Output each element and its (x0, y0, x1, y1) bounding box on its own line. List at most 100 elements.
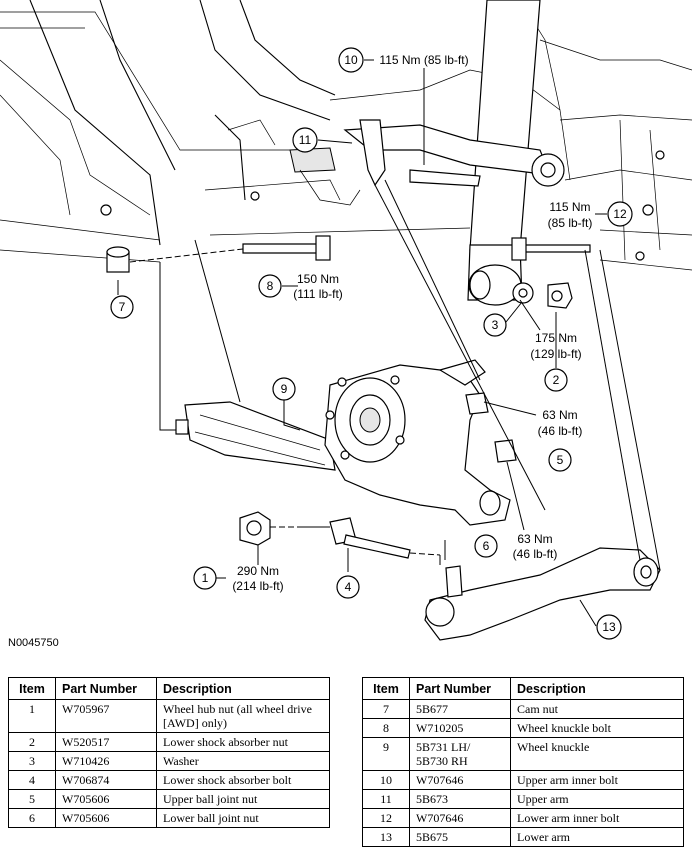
callout-2: 2 175 Nm (129 lb-ft) (530, 331, 582, 392)
svg-text:290 Nm: 290 Nm (237, 564, 279, 578)
cell-part-number: 5B675 (409, 827, 511, 847)
callout-5: 5 63 Nm (46 lb-ft) (538, 408, 583, 472)
callout-8: 8 150 Nm (111 lb-ft) (258, 272, 343, 301)
lower-arm (424, 547, 661, 641)
cell-part-number: W520517 (55, 732, 157, 752)
cell-item: 6 (8, 808, 56, 828)
cell-part-number: 5B677 (409, 699, 511, 719)
svg-text:115 Nm (85 lb-ft): 115 Nm (85 lb-ft) (379, 53, 468, 67)
suspension-exploded-diagram: 1 290 Nm (214 lb-ft) 2 175 Nm (129 lb-ft… (0, 0, 692, 641)
cell-description: Lower ball joint nut (156, 808, 330, 828)
figure-id: N0045750 (8, 637, 59, 649)
cell-description: Washer (156, 751, 330, 771)
callout-6: 6 63 Nm (46 lb-ft) (474, 532, 557, 561)
svg-text:(214 lb-ft): (214 lb-ft) (232, 579, 283, 593)
column-header-description: Description (510, 677, 684, 700)
svg-text:1: 1 (202, 571, 209, 585)
cell-description: Upper arm (510, 789, 684, 809)
svg-text:10: 10 (344, 53, 358, 67)
svg-text:8: 8 (267, 279, 274, 293)
svg-text:6: 6 (483, 539, 490, 553)
cell-part-number: 5B731 LH/ 5B730 RH (409, 737, 511, 771)
svg-text:63 Nm: 63 Nm (517, 532, 552, 546)
cell-item: 10 (362, 770, 410, 790)
upper-arm (343, 119, 565, 187)
cell-item: 2 (8, 732, 56, 752)
cell-item: 12 (362, 808, 410, 828)
cell-description: Wheel knuckle (510, 737, 684, 771)
svg-text:9: 9 (281, 382, 288, 396)
cell-part-number: W705606 (55, 808, 157, 828)
svg-text:(111 lb-ft): (111 lb-ft) (293, 287, 343, 301)
lower-hardware-parts (511, 237, 591, 309)
svg-text:12: 12 (613, 207, 627, 221)
callout-1: 1 290 Nm (214 lb-ft) (193, 564, 284, 593)
callout-3: 3 (483, 313, 507, 337)
cell-description: Cam nut (510, 699, 684, 719)
alignment-lines (159, 179, 661, 571)
cell-part-number: W705606 (55, 789, 157, 809)
cell-description: Upper ball joint nut (156, 789, 330, 809)
cam-nut-part (106, 246, 130, 295)
hub-nut-part (239, 511, 300, 546)
svg-text:2: 2 (553, 373, 560, 387)
lower-shock-bolt-part (329, 517, 441, 559)
cell-description: Lower shock absorber bolt (156, 770, 330, 790)
cell-item: 5 (8, 789, 56, 809)
knuckle-bolt-part (129, 235, 331, 263)
callout-9: 9 (272, 377, 296, 401)
cell-part-number: W707646 (409, 770, 511, 790)
cell-description: Lower arm (510, 827, 684, 847)
cell-description: Wheel knuckle bolt (510, 718, 684, 738)
column-header-part-number: Part Number (409, 677, 511, 700)
svg-text:11: 11 (299, 133, 312, 147)
svg-text:4: 4 (345, 580, 352, 594)
svg-text:3: 3 (492, 318, 499, 332)
shock-absorber (467, 0, 541, 306)
svg-text:7: 7 (119, 300, 126, 314)
svg-text:13: 13 (602, 620, 616, 634)
cell-part-number: W707646 (409, 808, 511, 828)
callout-13: 13 (596, 614, 622, 640)
svg-text:(46 lb-ft): (46 lb-ft) (538, 424, 583, 438)
callout-11: 11 (292, 127, 318, 153)
chassis-frame (0, 0, 692, 271)
svg-text:63 Nm: 63 Nm (542, 408, 577, 422)
column-header-item: Item (362, 677, 410, 700)
callout-7: 7 (110, 295, 134, 319)
cell-part-number: W705967 (55, 699, 157, 733)
cell-item: 8 (362, 718, 410, 738)
callout-10: 10 115 Nm (85 lb-ft) (338, 47, 469, 73)
cell-item: 3 (8, 751, 56, 771)
cell-item: 4 (8, 770, 56, 790)
svg-text:5: 5 (557, 453, 564, 467)
svg-text:175 Nm: 175 Nm (535, 331, 577, 345)
column-header-description: Description (156, 677, 330, 700)
cell-part-number: W710426 (55, 751, 157, 771)
cell-item: 11 (362, 789, 410, 809)
cell-description: Lower arm inner bolt (510, 808, 684, 828)
cell-item: 13 (362, 827, 410, 847)
column-header-part-number: Part Number (55, 677, 157, 700)
cell-item: 7 (362, 699, 410, 719)
cell-item: 1 (8, 699, 56, 733)
svg-text:(85 lb-ft): (85 lb-ft) (548, 216, 593, 230)
callout-4: 4 (336, 575, 360, 599)
table-header-row: Item Part Number Description (362, 677, 684, 700)
table-header-row: Item Part Number Description (8, 677, 330, 700)
callout-leaders (257, 59, 607, 627)
cell-item: 9 (362, 737, 410, 771)
